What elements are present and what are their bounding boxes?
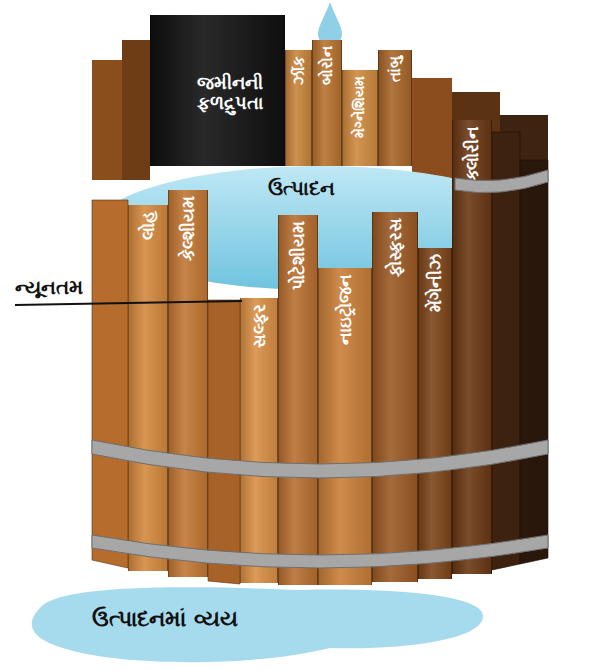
back-stave	[92, 60, 122, 180]
back-stave	[412, 78, 452, 178]
front-stave	[208, 300, 240, 584]
front-stave	[492, 132, 520, 570]
nutrient-stave: જમીનની ફળદ્રુપતા	[150, 15, 285, 166]
front-stave	[520, 160, 548, 564]
nutrient-stave: સલ્ફર	[240, 298, 278, 583]
annotation-label: ન્યૂનતમ	[15, 275, 83, 299]
nutrient-stave: બોરોન	[312, 40, 342, 166]
nutrient-stave: મેંગેનીઝ	[418, 248, 452, 579]
stave-label: મેંગેનીઝ	[426, 254, 445, 312]
barrel-hoop	[92, 440, 548, 478]
stave-label: પોટેશીયમ	[289, 221, 308, 290]
nutrient-stave: તાંબુ	[378, 50, 412, 166]
nutrient-stave: ક્લોરીન	[452, 120, 492, 574]
nutrient-stave: કેલ્શીયમ	[168, 190, 208, 577]
stave-label: કેલ્શીયમ	[179, 196, 198, 261]
barrel-hoop	[455, 170, 548, 193]
barrel-hoop	[92, 535, 548, 568]
nutrient-stave: ફોસ્ફરસ	[372, 212, 418, 582]
leader-line	[15, 301, 242, 305]
nutrient-stave: નાઇટ્રોજન	[318, 268, 372, 585]
stave-label: તાંબુ	[387, 56, 404, 82]
stave-label: ક્લોરીન	[463, 126, 482, 181]
water-puddle	[32, 587, 483, 662]
nutrient-stave: મેગ્નેશિયમ	[342, 70, 378, 166]
stave-label: સલ્ફર	[250, 304, 269, 348]
annotation-label: ઉત્પાદન	[268, 176, 335, 200]
nutrient-stave: લોહ	[128, 205, 168, 571]
stave-label: જમીનની ફળદ્રુપતા	[197, 73, 285, 113]
back-stave	[122, 40, 150, 180]
nutrient-stave: પોટેશીયમ	[278, 215, 318, 585]
nutrient-stave: ઝીંક	[285, 50, 312, 166]
annotation-label: ઉત્પાદનમાં વ્યય	[92, 606, 238, 632]
front-stave	[92, 200, 128, 568]
stave-label: ઝીંક	[290, 56, 307, 85]
stave-label: નાઇટ્રોજન	[336, 274, 355, 345]
stave-label: બોરોન	[319, 46, 336, 85]
stave-label: મેગ્નેશિયમ	[352, 76, 367, 138]
stave-label: ફોસ્ફરસ	[386, 218, 405, 277]
stave-label: લોહ	[139, 211, 158, 240]
